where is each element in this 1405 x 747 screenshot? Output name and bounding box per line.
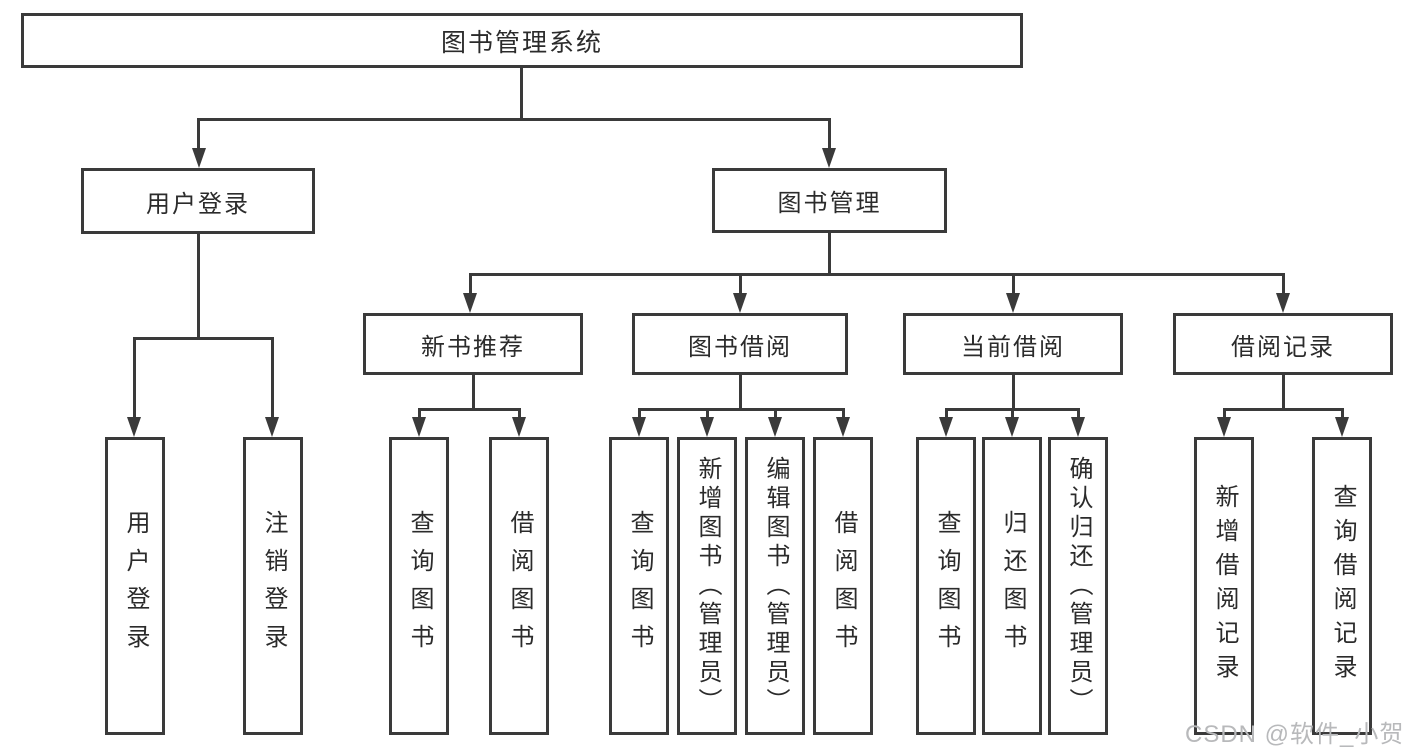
arrow-down-icon <box>1071 417 1085 437</box>
arrow-down-icon <box>1335 417 1349 437</box>
node-current-borrow-label: 当前借阅 <box>961 333 1065 361</box>
connector-user-login-branch <box>133 337 274 340</box>
connector-to-leaf <box>842 408 845 420</box>
leaf-query-book-rec-label: 查询图书 <box>406 510 433 662</box>
arrow-down-icon <box>1006 293 1020 313</box>
node-book-borrow: 图书借阅 <box>632 313 848 375</box>
arrow-down-icon <box>939 417 953 437</box>
leaf-edit-book-admin: 编辑图书（管理员） <box>745 437 805 735</box>
node-borrow-record-label: 借阅记录 <box>1231 333 1335 361</box>
leaf-query-borrow-record: 查询借阅记录 <box>1312 437 1372 735</box>
connector-to-leaf <box>638 408 641 420</box>
node-borrow-record: 借阅记录 <box>1173 313 1393 375</box>
leaf-confirm-return-admin: 确认归还（管理员） <box>1048 437 1108 735</box>
connector-to-leaf <box>774 408 777 420</box>
leaf-query-book-rec: 查询图书 <box>389 437 449 735</box>
connector-to-book-mgmt <box>828 118 831 150</box>
connector-to-leaf <box>271 337 274 419</box>
leaf-user-login-label: 用户登录 <box>122 510 149 662</box>
arrow-down-icon <box>265 417 279 437</box>
node-user-login: 用户登录 <box>81 168 315 234</box>
leaf-add-book-admin-label: 新增图书（管理员） <box>694 455 721 717</box>
leaf-edit-book-admin-label: 编辑图书（管理员） <box>762 455 789 717</box>
arrow-down-icon <box>1276 293 1290 313</box>
connector-to-leaf <box>706 408 709 420</box>
connector-to-leaf <box>945 408 948 420</box>
node-user-login-label: 用户登录 <box>146 190 250 218</box>
connector-to-leaf <box>1011 408 1014 420</box>
connector-new-book-rec-branch <box>418 408 520 411</box>
leaf-query-book-current-label: 查询图书 <box>933 510 960 662</box>
connector-to-current-borrow <box>1012 273 1015 295</box>
connector-to-leaf <box>518 408 521 420</box>
arrow-down-icon <box>632 417 646 437</box>
connector-to-borrow-record <box>1282 273 1285 295</box>
connector-current-borrow-stem <box>1012 375 1015 408</box>
leaf-logout-login: 注销登录 <box>243 437 303 735</box>
connector-to-leaf <box>1223 408 1226 420</box>
leaf-add-borrow-record-label: 新增借阅记录 <box>1211 484 1238 688</box>
arrow-down-icon <box>512 417 526 437</box>
connector-borrow-record-branch <box>1223 408 1343 411</box>
connector-root-stem <box>520 68 523 120</box>
leaf-add-book-admin: 新增图书（管理员） <box>677 437 737 735</box>
connector-book-borrow-stem <box>739 375 742 408</box>
arrow-down-icon <box>822 148 836 168</box>
leaf-query-book-borrow-label: 查询图书 <box>626 510 653 662</box>
leaf-query-book-current: 查询图书 <box>916 437 976 735</box>
arrow-down-icon <box>463 293 477 313</box>
arrow-down-icon <box>700 417 714 437</box>
connector-book-borrow-branch <box>638 408 844 411</box>
connector-borrow-record-stem <box>1282 375 1285 408</box>
leaf-borrow-book-borrow-label: 借阅图书 <box>830 510 857 662</box>
leaf-return-book-label: 归还图书 <box>999 510 1026 662</box>
node-root: 图书管理系统 <box>21 13 1023 68</box>
connector-to-leaf <box>133 337 136 419</box>
node-new-book-rec: 新书推荐 <box>363 313 583 375</box>
node-book-mgmt-label: 图书管理 <box>777 190 882 217</box>
leaf-confirm-return-admin-label: 确认归还（管理员） <box>1065 455 1092 717</box>
connector-to-leaf <box>418 408 421 420</box>
connector-level3-branch <box>469 273 1284 276</box>
connector-to-new-book-rec <box>469 273 472 295</box>
leaf-return-book: 归还图书 <box>982 437 1042 735</box>
leaf-borrow-book-borrow: 借阅图书 <box>813 437 873 735</box>
connector-user-login-stem <box>197 234 200 337</box>
connector-level2-branch <box>198 118 831 121</box>
leaf-borrow-book-rec: 借阅图书 <box>489 437 549 735</box>
leaf-query-borrow-record-label: 查询借阅记录 <box>1329 484 1356 688</box>
leaf-borrow-book-rec-label: 借阅图书 <box>506 510 533 662</box>
connector-to-leaf <box>1077 408 1080 420</box>
node-book-borrow-label: 图书借阅 <box>688 333 792 361</box>
connector-to-book-borrow <box>739 273 742 295</box>
node-book-mgmt: 图书管理 <box>712 168 947 233</box>
node-new-book-rec-label: 新书推荐 <box>421 333 525 361</box>
leaf-query-book-borrow: 查询图书 <box>609 437 669 735</box>
node-current-borrow: 当前借阅 <box>903 313 1123 375</box>
connector-to-user-login <box>197 118 200 150</box>
arrow-down-icon <box>768 417 782 437</box>
leaf-add-borrow-record: 新增借阅记录 <box>1194 437 1254 735</box>
connector-new-book-rec-stem <box>472 375 475 408</box>
connector-book-mgmt-stem <box>828 231 831 273</box>
arrow-down-icon <box>1217 417 1231 437</box>
leaf-user-login: 用户登录 <box>105 437 165 735</box>
arrow-down-icon <box>1005 417 1019 437</box>
leaf-logout-login-label: 注销登录 <box>260 510 287 662</box>
node-root-label: 图书管理系统 <box>440 28 603 57</box>
arrow-down-icon <box>412 417 426 437</box>
arrow-down-icon <box>733 293 747 313</box>
watermark: CSDN @软件_小贺同学 <box>1185 721 1405 747</box>
arrow-down-icon <box>192 148 206 168</box>
connector-to-leaf <box>1341 408 1344 420</box>
arrow-down-icon <box>836 417 850 437</box>
arrow-down-icon <box>127 417 141 437</box>
